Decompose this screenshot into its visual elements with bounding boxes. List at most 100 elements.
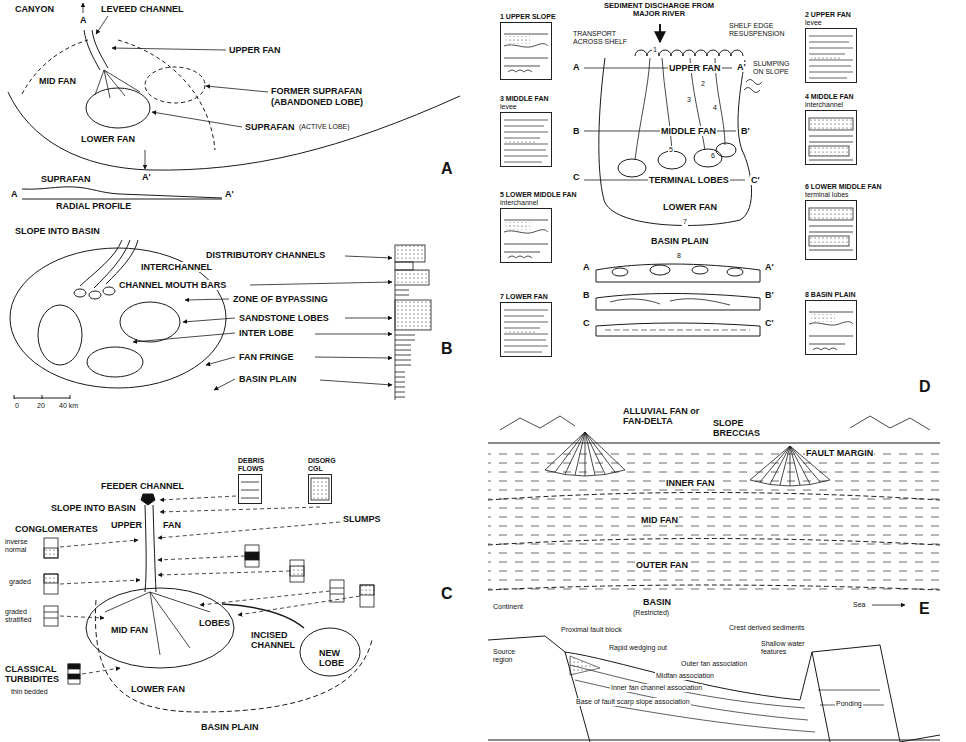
panel-c-drawing xyxy=(200,591,330,605)
panel-c-drawing xyxy=(68,664,80,669)
note-label: inverse normal xyxy=(4,538,38,554)
panel-d-drawing xyxy=(596,294,760,311)
panel-c-drawing xyxy=(360,585,374,595)
panel-d-drawing xyxy=(809,312,853,350)
note-label: SLUMPING ON SLOPE xyxy=(752,60,802,76)
section-column: 6 LOWER MIDDLE FANterminal lobes xyxy=(805,200,857,260)
panel-a-drawing xyxy=(95,70,140,98)
column-heading: 3 MIDDLE FANlevee xyxy=(500,95,549,111)
panel-d-drawing xyxy=(618,159,646,177)
panel-e-drawing xyxy=(488,539,940,546)
panel-b-drawing xyxy=(395,262,413,270)
panel-b-drawing xyxy=(395,245,425,262)
note-label: 5 xyxy=(668,146,674,154)
panel-d-drawing xyxy=(605,330,750,331)
panel-c-drawing xyxy=(158,571,290,575)
column-title: 5 LOWER MIDDLE FAN xyxy=(500,191,577,199)
panel-c-drawing xyxy=(311,478,329,500)
panel-c-drawing xyxy=(158,556,245,560)
panel-b-drawing xyxy=(315,334,392,335)
panel-c-drawing xyxy=(330,588,344,594)
panel-c-drawing xyxy=(222,604,304,628)
note-label: Inner fan channel association xyxy=(610,684,703,692)
column-subtitle: terminal lobes xyxy=(805,191,882,199)
panel-c-drawing xyxy=(245,545,259,567)
panel-c-drawing xyxy=(238,596,360,615)
note-label: Rapid wedging out xyxy=(608,644,668,652)
part-label: MID FAN xyxy=(38,76,77,86)
panel-c-drawing xyxy=(141,494,155,505)
part-label: CONGLOMERATES xyxy=(14,524,99,534)
part-label: SLOPE INTO BASIN xyxy=(14,226,101,236)
panel-b-drawing xyxy=(320,380,392,385)
panel-d-drawing xyxy=(504,220,548,258)
part-label: INTERCHANNEL xyxy=(140,262,213,272)
column-subtitle: levee xyxy=(500,103,549,111)
column-subtitle: interchannel xyxy=(500,199,577,207)
panel-b-drawing xyxy=(183,318,235,322)
part-label: A xyxy=(79,15,88,25)
part-label: B' xyxy=(764,290,775,300)
column-heading: DEBRIS FLOWS xyxy=(238,457,278,473)
panel-c-drawing xyxy=(330,580,344,602)
section-column: DISORG CGL xyxy=(308,474,332,504)
part-label: INNER FAN xyxy=(665,478,716,488)
panel-c-drawing xyxy=(300,628,360,676)
panel-c-drawing xyxy=(160,496,236,500)
panel-c-drawing xyxy=(290,560,304,582)
panel-c-drawing xyxy=(241,482,259,498)
panel-d-drawing xyxy=(596,323,760,336)
panel-d-drawing xyxy=(504,24,853,352)
part-label: A' xyxy=(764,262,775,272)
part-label: A' xyxy=(224,189,235,199)
panel-d-drawing xyxy=(504,310,548,352)
note-label: 6 xyxy=(710,152,716,160)
note-label: thin bedded xyxy=(10,688,49,696)
panel-d-drawing xyxy=(809,36,853,78)
note-label: Continent xyxy=(492,603,524,611)
panel-c-drawing xyxy=(68,674,80,679)
part-label: ZONE OF BYPASSING xyxy=(232,294,329,304)
panel-c-drawing xyxy=(44,548,58,558)
panel-b-drawing xyxy=(133,256,392,390)
part-label: LEVEED CHANNEL xyxy=(100,4,185,14)
section-column: 4 MIDDLE FANinterchannel xyxy=(805,110,857,165)
part-label: FAULT MARGIN xyxy=(805,448,874,458)
note-label: 4 xyxy=(712,104,718,112)
part-label: LOWER FAN xyxy=(662,202,718,212)
column-heading: 2 UPPER FANlevee xyxy=(805,11,851,27)
panel-a-drawing xyxy=(22,187,222,198)
panel-a-drawing xyxy=(8,3,460,199)
panel-d-drawing xyxy=(612,268,628,276)
part-label: LOWER FAN xyxy=(130,684,186,694)
part-label: MID FAN xyxy=(640,515,679,525)
column-title: DISORG CGL xyxy=(308,457,342,473)
panel-b-drawing xyxy=(103,287,115,295)
panel-e-drawing xyxy=(488,442,940,443)
note-label: SHELF EDGE RESUSPENSION xyxy=(728,22,802,38)
panel-d-drawing xyxy=(504,120,548,162)
panel-e-drawing xyxy=(570,665,815,732)
note-label: (Restricted) xyxy=(632,609,670,617)
panel-b-drawing xyxy=(120,302,180,342)
part-label: BASIN PLAIN xyxy=(200,722,260,732)
panel-a-drawing xyxy=(145,150,146,169)
column-heading: 6 LOWER MIDDLE FANterminal lobes xyxy=(805,183,882,199)
panel-d-drawing xyxy=(659,24,661,42)
section-column: 2 UPPER FANlevee xyxy=(805,28,857,83)
panel-c-drawing xyxy=(86,588,234,668)
part-label: TERMINAL LOBES xyxy=(648,175,730,185)
column-title: 7 LOWER FAN xyxy=(500,293,548,301)
panel-c-drawing xyxy=(360,585,374,607)
part-label: A' xyxy=(141,172,152,182)
part-label: CHANNEL MOUTH BARS xyxy=(118,280,227,290)
panel-b-drawing xyxy=(89,291,101,299)
part-label: CLASSICAL TURBIDITES xyxy=(4,664,66,684)
panel-e-drawing xyxy=(488,652,940,742)
column-title: 4 MIDDLE FAN xyxy=(805,93,854,101)
part-label: FAN FRINGE xyxy=(238,352,295,362)
panel-b-drawing xyxy=(14,395,70,399)
panel-a-drawing xyxy=(112,48,226,50)
note-label: TRANSPORT ACROSS SHELF xyxy=(572,30,632,46)
panel-d-drawing xyxy=(744,80,762,93)
